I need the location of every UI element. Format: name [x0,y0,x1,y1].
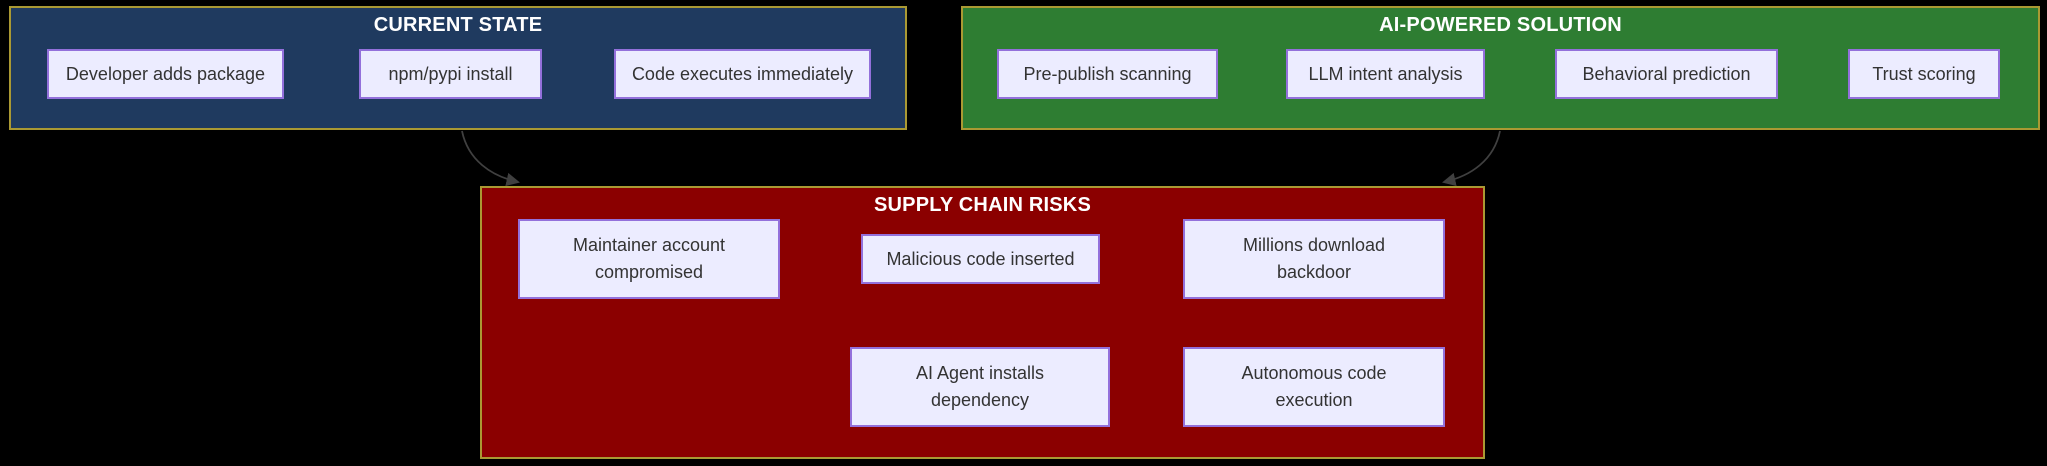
node-developer-adds-package: Developer adds package [47,49,284,99]
node-millions-download-backdoor: Millions download backdoor [1183,219,1445,299]
edge-current-to-risks [461,130,520,187]
node-llm-intent-analysis: LLM intent analysis [1286,49,1485,99]
node-code-executes-immediately: Code executes immediately [614,49,871,99]
node-maintainer-account-compromised: Maintainer account compromised [518,219,780,299]
node-npm-pypi-install: npm/pypi install [359,49,542,99]
node-autonomous-code-execution: Autonomous code execution [1183,347,1445,427]
edge-solution-to-risks [1442,130,1501,187]
cluster-title-ai-powered-solution: AI-POWERED SOLUTION [1379,14,1622,36]
node-trust-scoring: Trust scoring [1848,49,2000,99]
node-ai-agent-installs-dependency: AI Agent installs dependency [850,347,1110,427]
node-malicious-code-inserted: Malicious code inserted [861,234,1100,284]
cluster-current-state: CURRENT STATE Developer adds package npm… [9,6,907,130]
cluster-title-supply-chain-risks: SUPPLY CHAIN RISKS [874,194,1091,216]
cluster-title-current-state: CURRENT STATE [373,14,543,36]
node-behavioral-prediction: Behavioral prediction [1555,49,1778,99]
cluster-supply-chain-risks: SUPPLY CHAIN RISKS Maintainer account co… [480,186,1485,459]
node-pre-publish-scanning: Pre-publish scanning [997,49,1218,99]
cluster-ai-powered-solution: AI-POWERED SOLUTION Pre-publish scanning… [961,6,2040,130]
